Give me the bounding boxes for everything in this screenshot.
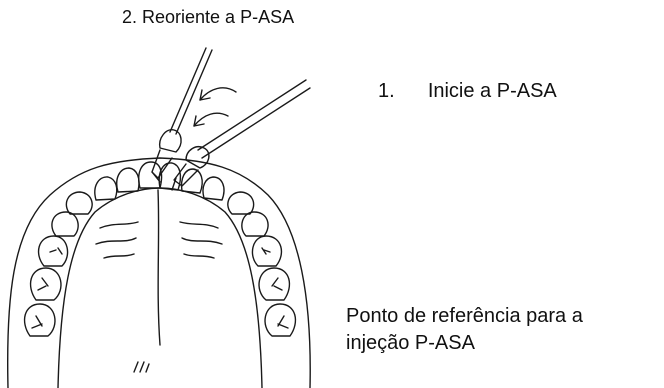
- tooth: [32, 316, 42, 328]
- tooth: [117, 168, 139, 192]
- tooth: [182, 169, 203, 193]
- tooth: [52, 212, 78, 236]
- ruga: [184, 254, 214, 258]
- tooth: [242, 212, 268, 236]
- rotation-arrow-icon: [194, 88, 236, 126]
- tooth: [203, 177, 224, 200]
- arch-outline: [8, 158, 311, 388]
- tooth: [139, 162, 162, 188]
- reference-line-2: injeção P-ASA: [346, 330, 583, 357]
- ruga: [180, 222, 218, 228]
- palatal-raphe: [158, 190, 160, 345]
- ruga: [134, 362, 149, 372]
- tooth: [66, 192, 92, 214]
- palate-outline: [58, 188, 262, 388]
- tooth: [38, 278, 48, 290]
- tooth: [228, 192, 254, 214]
- ruga: [96, 238, 136, 244]
- tooth: [25, 304, 55, 336]
- tooth: [265, 304, 295, 336]
- step-1-text: Inicie a P-ASA: [428, 80, 557, 102]
- step-1-number: 1.: [378, 80, 395, 102]
- tooth: [262, 248, 270, 254]
- tooth: [95, 177, 117, 200]
- ruga: [182, 238, 222, 244]
- ruga: [104, 254, 134, 258]
- tooth: [50, 248, 62, 254]
- step-2-label: 2. Reoriente a P-ASA: [122, 7, 294, 28]
- reference-line-1: Ponto de referência para a: [346, 303, 583, 330]
- tooth: [272, 278, 282, 290]
- tooth: [278, 316, 288, 328]
- step-1-label: 1. Inicie a P-ASA: [378, 80, 557, 103]
- reference-point-label: Ponto de referência para a injeção P-ASA: [346, 303, 583, 357]
- ruga: [100, 222, 138, 228]
